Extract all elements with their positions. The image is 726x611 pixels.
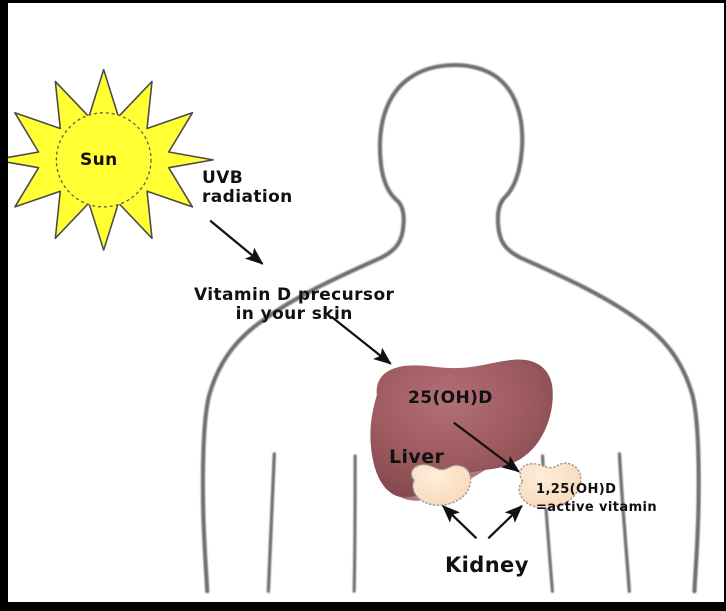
liver-metabolite-label: 25(OH)D — [408, 388, 493, 408]
active-vitamin-label: 1,25(OH)D =active vitamin — [536, 482, 658, 515]
arrow-uvb-to-skin — [209, 219, 264, 265]
kidney-label: Kidney — [445, 553, 529, 577]
uvb-radiation-label: UVB radiation — [202, 168, 293, 208]
diagram-canvas — [8, 63, 701, 594]
vitamin-d-precursor-label: Vitamin D precursor in your skin — [194, 285, 395, 325]
arrow-kidney-label-left — [441, 504, 478, 540]
arrow-liver-to-kidney — [453, 421, 520, 473]
arrow-kidney-label-right — [487, 504, 523, 540]
liver-label: Liver — [389, 446, 445, 468]
kidney-right — [518, 462, 582, 509]
kidney-left — [410, 463, 472, 507]
arrow-skin-to-liver — [330, 315, 392, 365]
sun-label: Sun — [80, 150, 118, 170]
sun-icon — [8, 68, 214, 251]
